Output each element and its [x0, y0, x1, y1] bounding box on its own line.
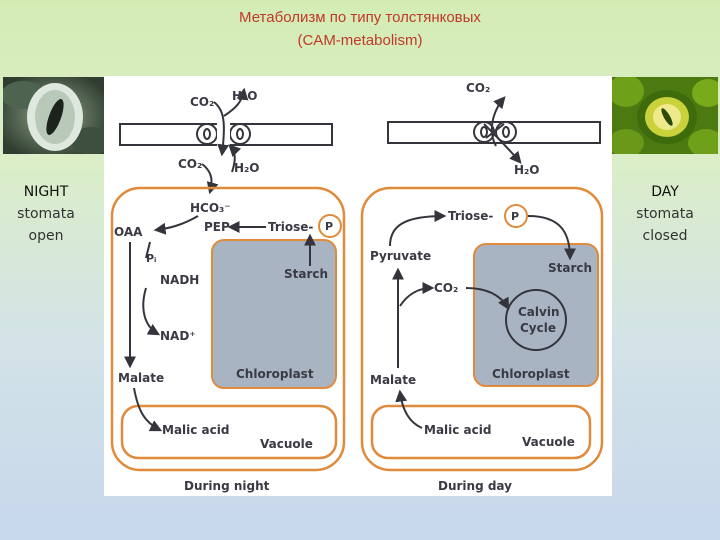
night-h2o-out-arrow [223, 87, 249, 117]
night-pi-release-arrow [145, 241, 151, 259]
night-h2o-up-arrow [228, 144, 242, 173]
night-malic-acid-label: Malic acid [162, 423, 229, 437]
day-malate-to-co2-arrow [399, 282, 435, 307]
day-cell-membrane [360, 186, 604, 472]
day-malic-acid-label: Malic acid [424, 423, 491, 437]
day-h2o-bottom-label: H₂O [514, 163, 540, 177]
night-starch-label: Starch [284, 267, 328, 281]
day-blocked-co2-arrow [490, 96, 506, 147]
open-stoma-photo [3, 77, 104, 154]
day-label-title: DAY [651, 184, 679, 200]
cam-diagram: CO₂ H₂O CO₂ H₂O HCO₃⁻ PEP OAA Pᵢ NADH NA… [104, 76, 612, 496]
day-triose-label: Triose- [448, 209, 493, 223]
night-nad-label: NAD⁺ [160, 329, 196, 343]
day-chloroplast [473, 243, 599, 387]
night-vacuole-label: Vacuole [260, 437, 313, 451]
night-nadh-label: NADH [160, 273, 199, 287]
night-co2-bottom-label: CO₂ [178, 157, 202, 171]
night-malate-to-vacuole-arrow [133, 387, 163, 432]
night-phosphate-circle [318, 214, 342, 238]
night-pep-label: PEP [204, 220, 230, 234]
day-cycle-label: Cycle [520, 321, 556, 335]
night-triose-label: Triose- [268, 220, 313, 234]
day-blocked-h2o-arrow [483, 123, 522, 164]
night-malate-label: Malate [118, 371, 164, 385]
day-calvin-label: Calvin [518, 305, 560, 319]
day-calvin-cycle [505, 289, 567, 351]
day-p-to-starch-arrow [527, 215, 576, 261]
day-pyruvate-to-triose-arrow [389, 210, 447, 247]
night-oaa-label: OAA [114, 225, 143, 239]
night-cell-membrane [110, 186, 346, 472]
night-hco3-label: HCO₃⁻ [190, 201, 231, 215]
day-vacuole-label: Vacuole [522, 435, 575, 449]
night-caption: During night [184, 479, 270, 493]
night-vacuole [120, 404, 338, 460]
night-chloroplast [211, 239, 337, 389]
closed-stoma-photo [612, 77, 718, 154]
night-nadh-to-nad-arrow [142, 287, 161, 336]
night-p-label: P [325, 220, 333, 233]
day-label-stomata: stomata [636, 206, 694, 222]
night-pi-label: Pᵢ [146, 252, 156, 265]
night-h2o-top-label: H₂O [232, 89, 258, 103]
day-starch-label: Starch [548, 261, 592, 275]
page-title: Метаболизм по типу толстянковых [239, 9, 481, 26]
day-co2-to-calvin-arrow [465, 287, 510, 311]
night-label: NIGHT stomata open [3, 181, 89, 247]
day-label: DAY stomata closed [622, 181, 708, 247]
night-chloroplast-label: Chloroplast [236, 367, 314, 381]
day-chloroplast-label: Chloroplast [492, 367, 570, 381]
day-vacuole [370, 404, 592, 460]
night-label-state: open [28, 228, 64, 244]
day-co2-top-label: CO₂ [466, 81, 490, 95]
day-label-state: closed [642, 228, 688, 244]
day-malate-label: Malate [370, 373, 416, 387]
day-p-label: P [511, 210, 519, 223]
page-subtitle: (CAM-metabolism) [297, 32, 423, 49]
day-cross-line-1 [485, 123, 505, 139]
day-caption: During day [438, 479, 512, 493]
night-hco3-to-oaa-arrow [153, 215, 199, 235]
day-phosphate-circle [504, 204, 528, 228]
day-pyruvate-label: Pyruvate [370, 249, 431, 263]
night-label-stomata: stomata [17, 206, 75, 222]
night-co2-top-label: CO₂ [190, 95, 214, 109]
night-h2o-bottom-label: H₂O [234, 161, 260, 175]
day-co2-inner-label: CO₂ [434, 281, 458, 295]
night-co2-in-arrow [213, 101, 230, 157]
night-label-title: NIGHT [23, 184, 69, 200]
day-vacuole-to-malate-arrow [395, 389, 423, 429]
